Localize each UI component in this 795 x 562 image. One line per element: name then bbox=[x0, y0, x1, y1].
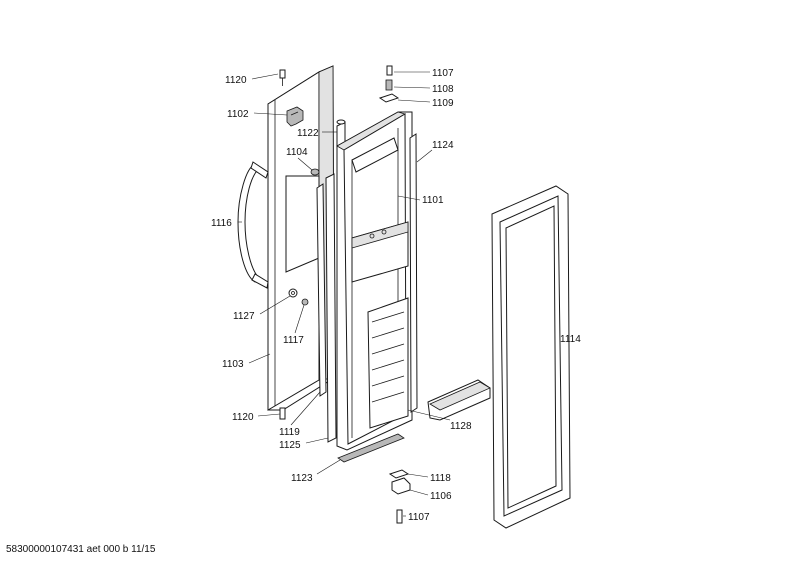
bushing-1118 bbox=[388, 469, 410, 479]
label-1101: 1101 bbox=[422, 195, 444, 206]
label-1102: 1102 bbox=[227, 109, 249, 120]
inner-door-liner-1101 bbox=[336, 111, 413, 451]
label-1114: 1114 bbox=[560, 334, 581, 345]
strip-1119 bbox=[316, 183, 327, 397]
plate-1123 bbox=[337, 433, 405, 463]
screw-1120-bottom bbox=[279, 407, 286, 420]
label-1123: 1123 bbox=[291, 473, 313, 484]
strip-1125 bbox=[325, 173, 337, 443]
hinge-pin-1108 bbox=[385, 79, 393, 91]
label-1119: 1119 bbox=[279, 427, 300, 438]
cap-1104 bbox=[310, 168, 320, 176]
label-1108: 1108 bbox=[432, 84, 454, 95]
bracket-1102 bbox=[286, 106, 304, 127]
door-bin-1128 bbox=[427, 379, 491, 421]
door-gasket-1114 bbox=[491, 185, 571, 529]
handle-1116 bbox=[237, 161, 269, 289]
label-1122: 1122 bbox=[297, 128, 319, 139]
label-1103: 1103 bbox=[222, 359, 244, 370]
drawing-reference-footer: 58300000107431 aet 000 b 11/15 bbox=[6, 544, 156, 555]
label-1125: 1125 bbox=[279, 440, 301, 451]
strip-1124 bbox=[409, 133, 418, 413]
screw-1107-bottom bbox=[396, 509, 403, 524]
label-1107-bottom: 1107 bbox=[408, 512, 430, 523]
label-1120-top: 1120 bbox=[225, 75, 247, 86]
label-1120-bottom: 1120 bbox=[232, 412, 254, 423]
cap-1127 bbox=[288, 288, 298, 298]
screw-1107-top bbox=[386, 65, 393, 76]
label-1104: 1104 bbox=[286, 147, 308, 158]
label-1124: 1124 bbox=[432, 140, 454, 151]
label-1128: 1128 bbox=[450, 421, 472, 432]
label-1116: 1116 bbox=[211, 218, 232, 229]
leader-lines bbox=[238, 71, 451, 517]
screw-1120-top bbox=[279, 69, 286, 86]
label-1118: 1118 bbox=[430, 473, 451, 484]
bushing-1109 bbox=[378, 93, 400, 103]
label-1107-top: 1107 bbox=[432, 68, 454, 79]
label-1127: 1127 bbox=[233, 311, 255, 322]
label-1117: 1117 bbox=[283, 335, 304, 346]
label-1109: 1109 bbox=[432, 98, 454, 109]
bearing-1106 bbox=[391, 477, 411, 495]
label-1106: 1106 bbox=[430, 491, 452, 502]
screw-1117 bbox=[301, 298, 309, 306]
